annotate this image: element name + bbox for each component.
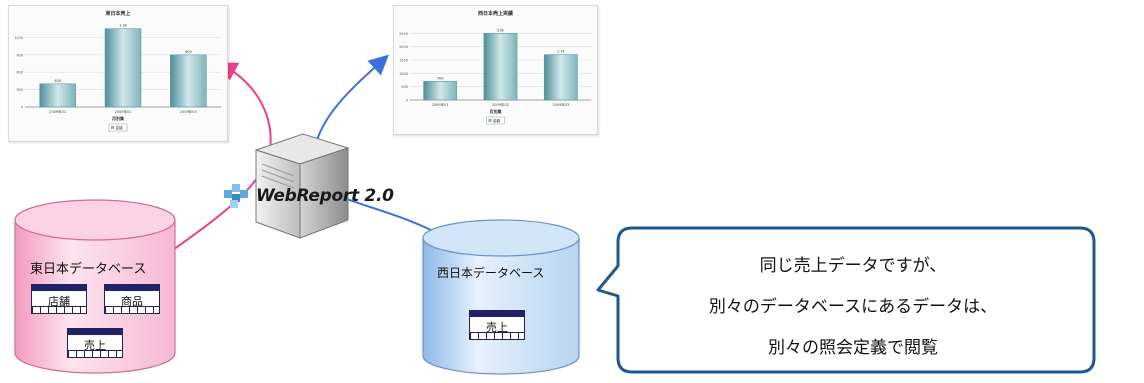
data-label: 400 (54, 79, 61, 83)
x-axis-label: 月別集 (489, 108, 503, 114)
west-table-sales: 売上 (469, 310, 525, 340)
east-db-label: 東日本データベース (30, 262, 147, 277)
y-tick-label: 900 (16, 53, 23, 57)
bar (39, 83, 76, 108)
east-database-cylinder (14, 199, 176, 374)
data-label: 700 (437, 76, 444, 80)
y-tick-label: 0 (21, 106, 23, 110)
callout-line-3: 別々の照会定義で閲覧 (768, 338, 938, 358)
callout-line-1: 同じ売上データですが、 (759, 256, 947, 276)
y-tick-label: 1000 (399, 72, 408, 76)
x-tick-label: 2009年01 (432, 102, 449, 107)
legend-box (486, 116, 505, 125)
x-tick-label: 2009年02 (115, 109, 132, 114)
table-name: 売上 (84, 339, 106, 352)
data-label: 1.7k (557, 50, 566, 54)
east-chart-svg: 東日本売上 0 300 600 900 1200 400 2009年01 1.3k 2009年02… (14, 10, 221, 132)
legend: 金額 (486, 116, 505, 125)
bar (543, 54, 578, 101)
chart-title: 西日本売上実績 (478, 10, 514, 17)
data-label: 1.3k (119, 24, 128, 28)
x-tick-label: 2009年03 (552, 102, 569, 107)
west-db-label: 西日本データベース (437, 266, 545, 280)
west-database-cylinder (422, 219, 580, 375)
bar (104, 28, 142, 108)
y-tick-label: 1200 (14, 36, 23, 40)
table-name: 商品 (121, 295, 143, 308)
west-sales-chart: 西日本売上実績 0 500 1000 1500 2000 2500 700 2009年01 25k… (393, 5, 598, 135)
x-tick-label: 2009年03 (180, 109, 197, 114)
east-sales-chart: 東日本売上 0 300 600 900 1200 400 2009年01 1.3k 2009年02… (8, 5, 228, 142)
bar (170, 54, 207, 108)
x-tick-label: 2009年02 (492, 102, 509, 107)
table-name: 売上 (486, 321, 508, 334)
east-table-product: 商品 (104, 284, 160, 314)
x-axis-label: 月別集 (111, 115, 125, 121)
legend-label: 金額 (493, 118, 501, 123)
data-label: 900 (185, 50, 192, 54)
webreport-logo-text: WebReport 2.0 (256, 186, 394, 206)
legend-swatch (111, 126, 114, 129)
callout-line-2: 別々のデータベースにあるデータは、 (708, 297, 998, 317)
legend: 金額 (108, 123, 128, 132)
y-tick-label: 0 (406, 99, 408, 103)
legend-swatch (488, 119, 492, 122)
speech-bubble (596, 226, 1096, 374)
bar (483, 33, 518, 101)
y-tick-label: 2000 (399, 45, 408, 49)
east-table-store: 店舗 (31, 284, 87, 314)
west-chart-svg: 西日本売上実績 0 500 1000 1500 2000 2500 700 2009年01 25k… (399, 10, 591, 125)
y-tick-label: 2500 (399, 32, 408, 36)
y-tick-label: 1500 (399, 59, 408, 63)
chart-title: 東日本売上 (105, 10, 130, 17)
y-tick-label: 500 (401, 85, 408, 89)
bar (423, 81, 458, 101)
table-name: 店舗 (48, 295, 70, 308)
data-label: 25k (497, 28, 504, 32)
legend-label: 金額 (116, 125, 123, 130)
legend-box (108, 123, 128, 132)
y-tick-label: 300 (16, 88, 23, 92)
y-tick-label: 600 (16, 71, 23, 75)
east-table-sales: 売上 (67, 328, 123, 358)
webreport-logo-icon (224, 184, 248, 208)
x-tick-label: 2009年01 (49, 109, 66, 114)
server-icon (254, 133, 350, 239)
